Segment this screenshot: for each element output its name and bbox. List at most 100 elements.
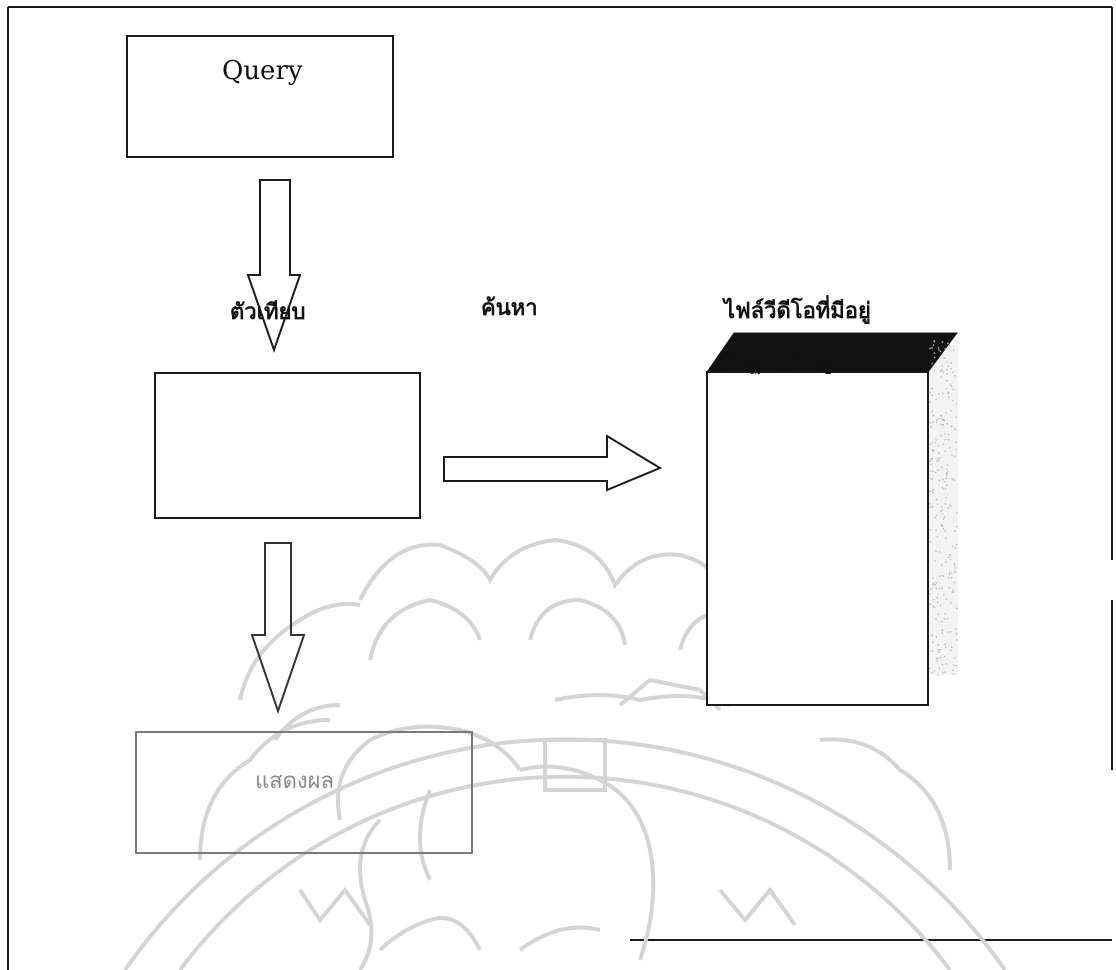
book-speckle	[942, 419, 943, 420]
book-speckle	[932, 641, 933, 642]
book-speckle	[932, 478, 933, 479]
book-speckle	[934, 341, 935, 342]
book-speckle	[950, 602, 951, 603]
book-speckle	[946, 373, 947, 374]
book-speckle	[956, 442, 957, 443]
book-speckle	[942, 525, 943, 526]
book-speckle	[948, 507, 949, 508]
book-speckle	[952, 400, 953, 401]
book-speckle	[950, 650, 951, 651]
book-speckle	[938, 393, 939, 394]
book-speckle	[931, 426, 932, 427]
book-speckle	[937, 536, 938, 537]
book-speckle	[950, 631, 951, 632]
book-speckle	[947, 471, 948, 472]
book-speckle	[951, 454, 952, 455]
book-speckle	[947, 369, 948, 370]
book-speckle	[949, 447, 950, 448]
book-speckle	[948, 557, 949, 558]
book-speckle	[934, 670, 935, 671]
book-speckle	[955, 547, 956, 548]
book-speckle	[931, 388, 932, 389]
book-speckle	[956, 449, 957, 450]
book-speckle	[951, 572, 952, 573]
book-speckle	[950, 505, 951, 506]
book-speckle	[947, 343, 948, 344]
book-speckle	[950, 362, 951, 363]
book-speckle	[942, 630, 943, 631]
book-speckle	[951, 426, 952, 427]
book-speckle	[950, 559, 951, 560]
book-speckle	[932, 490, 933, 491]
book-speckle	[936, 422, 937, 423]
book-speckle	[936, 515, 937, 516]
book-speckle	[948, 439, 949, 440]
book-speckle	[942, 418, 943, 419]
book-speckle	[932, 458, 933, 459]
book-speckle	[930, 541, 931, 542]
book-speckle	[934, 560, 935, 561]
book-speckle	[931, 411, 932, 412]
book-speckle	[938, 452, 939, 453]
book-speckle	[945, 613, 946, 614]
book-speckle	[944, 358, 945, 359]
book-speckle	[944, 618, 945, 619]
book-speckle	[956, 526, 957, 527]
book-speckle	[937, 504, 938, 505]
book-speckle	[939, 588, 940, 589]
book-speckle	[947, 473, 948, 474]
book-speckle	[945, 561, 946, 562]
book-speckle	[938, 644, 939, 645]
database-label-line1: ไฟล์วีดีโอที่มีอยู่	[724, 293, 871, 328]
result-label: แสดงผล	[255, 763, 334, 798]
book-speckle	[952, 478, 953, 479]
book-speckle	[930, 464, 931, 465]
book-speckle	[956, 639, 957, 640]
book-speckle	[935, 618, 936, 619]
book-speckle	[954, 582, 955, 583]
book-speckle	[938, 445, 939, 446]
book-speckle	[937, 660, 938, 661]
book-speckle	[953, 350, 954, 351]
book-speckle	[941, 365, 942, 366]
book-speckle	[950, 384, 951, 385]
book-speckle	[931, 650, 932, 651]
book-speckle	[947, 366, 948, 367]
book-speckle	[939, 576, 940, 577]
book-speckle	[949, 572, 950, 573]
book-speckle	[931, 347, 932, 348]
book-speckle	[949, 554, 950, 555]
book-speckle	[941, 415, 942, 416]
database-book-icon	[707, 333, 958, 705]
book-speckle	[945, 503, 946, 504]
book-speckle	[935, 439, 936, 440]
book-speckle	[929, 348, 930, 349]
database-label-line2: ในฐานข้อมูล	[724, 343, 846, 378]
book-speckle	[954, 375, 955, 376]
book-speckle	[944, 420, 945, 421]
book-speckle	[940, 377, 941, 378]
book-speckle	[943, 489, 944, 490]
book-speckle	[937, 602, 938, 603]
book-speckle	[940, 351, 941, 352]
book-speckle	[951, 386, 952, 387]
book-speckle	[929, 503, 930, 504]
book-speckle	[950, 368, 951, 369]
book-speckle	[945, 348, 946, 349]
book-speckle	[946, 380, 947, 381]
book-speckle	[950, 410, 951, 411]
book-speckle	[930, 392, 931, 393]
book-speckle	[942, 672, 943, 673]
book-speckle	[945, 538, 946, 539]
book-speckle	[948, 397, 949, 398]
book-speckle	[940, 649, 941, 650]
book-speckle	[937, 597, 938, 598]
book-speckle	[946, 361, 947, 362]
book-speckle	[930, 603, 931, 604]
book-speckle	[953, 664, 954, 665]
book-speckle	[937, 458, 938, 459]
book-speckle	[932, 506, 933, 507]
book-speckle	[939, 551, 940, 552]
book-speckle	[929, 668, 930, 669]
